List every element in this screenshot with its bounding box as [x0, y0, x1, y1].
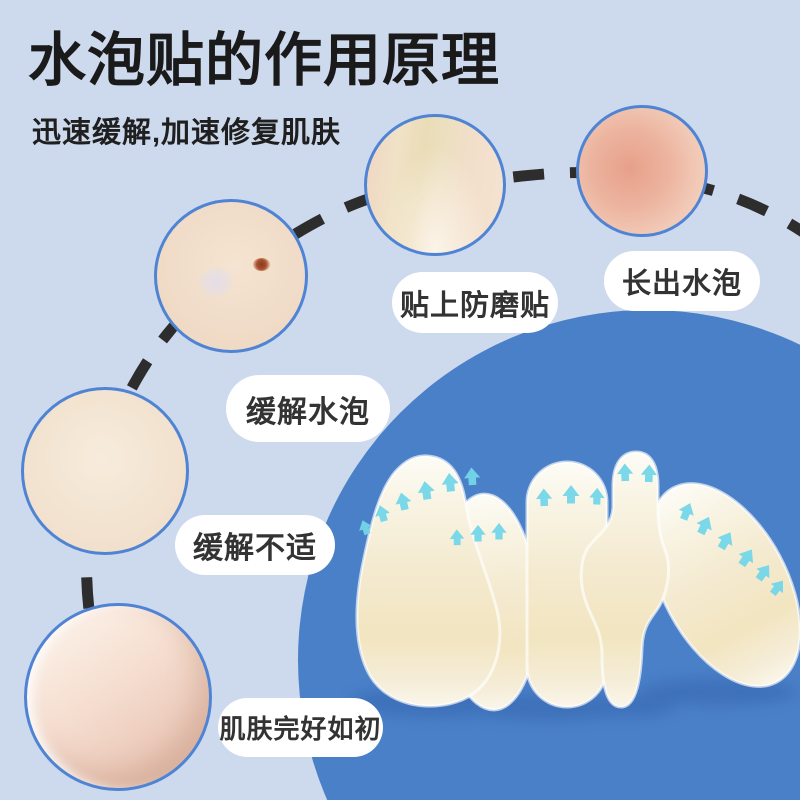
step-label-text: 肌肤完好如初	[219, 714, 382, 744]
wound-dot	[253, 258, 270, 271]
page-subtitle: 迅速缓解,加速修复肌肤	[32, 116, 342, 149]
header: 水泡贴的作用原理 迅速缓解,加速修复肌肤	[28, 28, 500, 151]
step-label-relieve-blister: 缓解水泡	[226, 375, 390, 442]
step-label-apply-patch: 贴上防磨贴	[392, 272, 558, 333]
skin-photo-discomfort-relieved	[21, 387, 189, 555]
step-label-text: 长出水泡	[621, 268, 742, 300]
skin-photo-blister-relieved	[154, 199, 308, 353]
blister-smudge	[193, 262, 239, 302]
page-title: 水泡贴的作用原理	[28, 28, 501, 93]
step-label-text: 缓解水泡	[246, 395, 370, 429]
skin-photo-blister-grown	[576, 105, 708, 237]
skin-photo-healed-heel	[24, 603, 212, 791]
step-label-text: 缓解不适	[193, 532, 317, 565]
step-label-relieve-discomfort: 缓解不适	[175, 515, 335, 575]
step-label-text: 贴上防磨贴	[399, 289, 550, 322]
step-label-skin-healed: 肌肤完好如初	[218, 698, 383, 757]
step-label-blister-grown: 长出水泡	[604, 251, 760, 311]
